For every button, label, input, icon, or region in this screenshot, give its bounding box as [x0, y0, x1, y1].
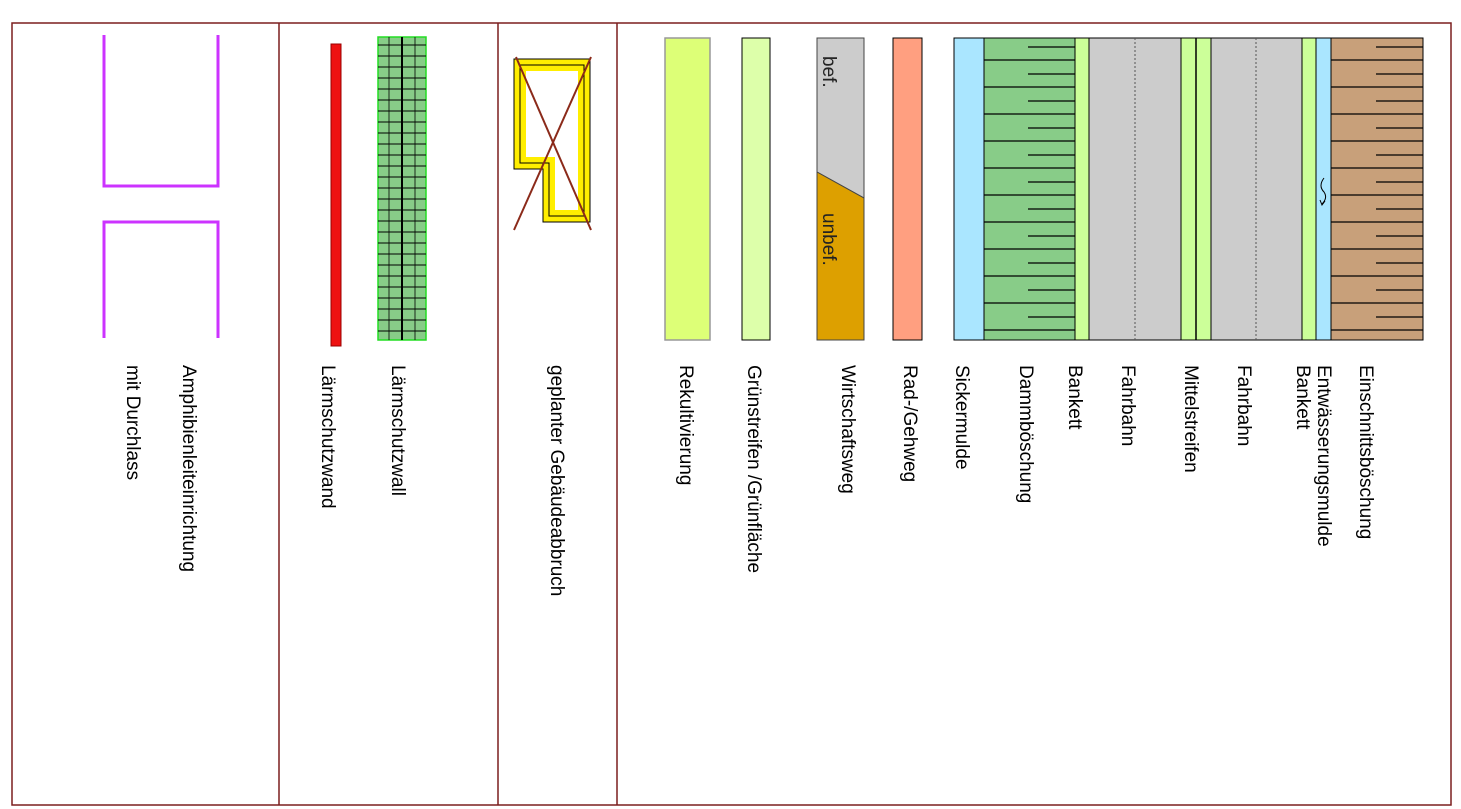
wirtschaftsweg-label: Wirtschaftsweg — [837, 365, 858, 494]
gruenstreifen-symbol — [741, 37, 771, 341]
befestigt-label: bef. — [818, 56, 839, 88]
fahrbahn-label-2: Fahrbahn — [1233, 365, 1254, 446]
legend-frame — [11, 22, 1452, 806]
mittelstreifen-label: Mittelstreifen — [1180, 365, 1201, 473]
road-section-symbol — [953, 37, 1424, 341]
radweg-label: Rad-/Gehweg — [899, 365, 920, 482]
amphibian-symbol — [102, 35, 220, 338]
fahrbahn-label-1: Fahrbahn — [1117, 365, 1138, 446]
laermschutzwand-symbol — [330, 43, 342, 347]
unbefestigt-label: unbef. — [818, 213, 839, 266]
laermschutzwall-label: Lärmschutzwall — [387, 365, 408, 496]
bankett-label-1: Bankett — [1064, 365, 1085, 430]
sickermulde-label: Sickermulde — [951, 365, 972, 470]
radweg-symbol — [892, 37, 923, 341]
laermschutzwall-symbol — [377, 36, 427, 341]
rekultivierung-symbol — [664, 37, 711, 341]
gebaeudeabbruch-symbol — [513, 56, 592, 231]
amphibian-label-1: Amphibienleiteinrichtung — [178, 365, 199, 572]
rekultivierung-label: Rekultivierung — [675, 365, 696, 485]
einschnittsboeschung-label: Einschnittsböschung — [1355, 365, 1376, 539]
dammboeschung-label: Dammböschung — [1015, 365, 1036, 503]
gruenstreifen-label: Grünstreifen /Grünfläche — [743, 365, 764, 573]
laermschutzwand-label: Lärmschutzwand — [317, 365, 338, 509]
bankett-label-2: Bankett — [1292, 365, 1313, 430]
entwaesserungsmulde-label: Entwässerungsmulde — [1313, 365, 1334, 547]
gebaeudeabbruch-label: geplanter Gebäudeabbruch — [546, 365, 567, 596]
wirtschaftsweg-symbol — [816, 37, 865, 341]
amphibian-label-2: mit Durchlass — [122, 365, 143, 480]
